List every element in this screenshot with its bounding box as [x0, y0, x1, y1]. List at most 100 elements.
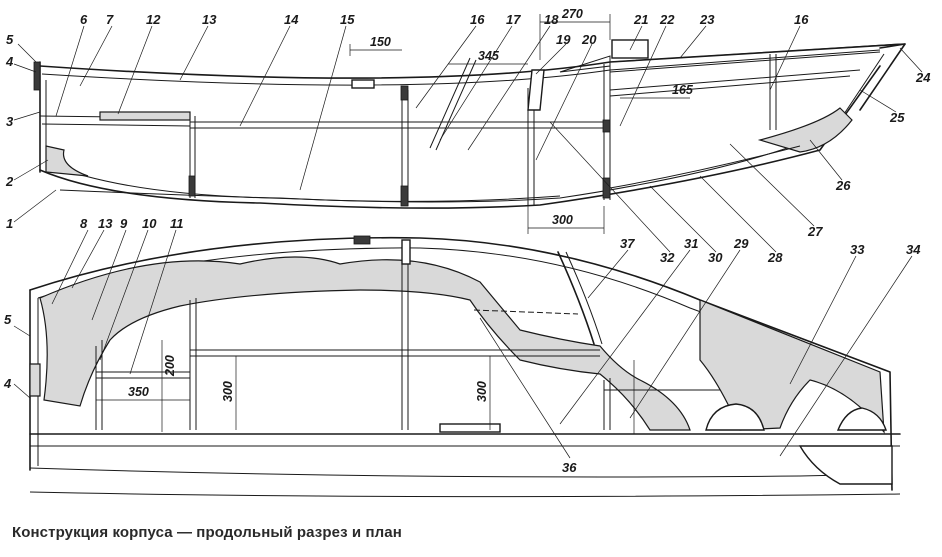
- diagonal-brace: [429, 57, 477, 151]
- callout-4-top: 4: [5, 54, 14, 69]
- transom-cap: [33, 61, 41, 91]
- forepeak-block: [757, 107, 853, 153]
- callout-36: 36: [562, 460, 577, 475]
- thwart: [190, 121, 610, 129]
- callout-2: 2: [5, 174, 14, 189]
- wheel-arch-rear: [705, 403, 765, 431]
- plan-sheer-outer: [29, 236, 893, 491]
- callout-13-plan: 13: [98, 216, 113, 231]
- dim-300-a: 300: [221, 381, 235, 402]
- callout-16: 16: [470, 12, 485, 27]
- plan-frame-3: [401, 242, 409, 430]
- stern-locker-top: [99, 111, 191, 121]
- plan-view: 8 13 9 10 11 37 31 29 33 34 5 4 36 200 3…: [3, 216, 921, 498]
- frame-2-foot: [400, 185, 409, 207]
- dimensions-top: [349, 14, 690, 234]
- figure-caption: Конструкция корпуса — продольный разрез …: [12, 524, 402, 541]
- callout-5-plan: 5: [4, 312, 12, 327]
- frame-4-mid: [602, 119, 611, 133]
- callout-16-fwd: 16: [794, 12, 809, 27]
- mast-support: [527, 69, 545, 111]
- callout-27: 27: [807, 224, 823, 239]
- callout-8: 8: [80, 216, 88, 231]
- foredeck: [609, 43, 901, 73]
- deck-hatch: [611, 39, 649, 59]
- callout-18: 18: [544, 12, 559, 27]
- plan-beam-1: [96, 371, 190, 379]
- chine-line: [59, 189, 561, 202]
- callout-33: 33: [850, 242, 865, 257]
- dim-270: 270: [561, 7, 583, 21]
- stem-inner: [839, 53, 885, 121]
- callout-9: 9: [120, 216, 128, 231]
- dim-300-top: 300: [552, 213, 573, 227]
- dim-150: 150: [370, 35, 391, 49]
- callout-31: 31: [684, 236, 698, 251]
- callout-10: 10: [142, 216, 157, 231]
- callout-7: 7: [106, 12, 114, 27]
- frame-1-foot: [188, 175, 196, 197]
- plan-transom-block: [29, 363, 41, 397]
- callouts-top: 6 7 12 13 14 15 16 17 18 19 20 21 22 23 …: [5, 12, 931, 265]
- plan-floor-hatch: [439, 423, 501, 433]
- callout-26: 26: [835, 178, 851, 193]
- callout-20: 20: [581, 32, 597, 47]
- dimensions-bottom: [96, 340, 635, 434]
- floor-boards: [609, 145, 801, 189]
- dim-350: 350: [128, 385, 149, 399]
- leader-lines-bottom: [13, 229, 913, 459]
- callout-6: 6: [80, 12, 88, 27]
- plan-bottom-line: [29, 491, 901, 498]
- callout-11: 11: [170, 216, 184, 231]
- transom-knee: [45, 145, 89, 177]
- dim-300-b: 300: [475, 381, 489, 402]
- callout-24: 24: [915, 70, 931, 85]
- callout-14: 14: [284, 12, 299, 27]
- callout-32: 32: [660, 250, 675, 265]
- deck-cutaway-stern: [39, 256, 691, 431]
- callout-12: 12: [146, 12, 161, 27]
- callout-13: 13: [202, 12, 217, 27]
- callout-37: 37: [620, 236, 635, 251]
- coaming: [559, 55, 611, 73]
- sheer-line: [39, 43, 906, 79]
- dim-200: 200: [163, 355, 177, 377]
- sheer-line-inner: [41, 49, 881, 86]
- plan-mast-hole: [353, 235, 371, 245]
- callout-23: 23: [699, 12, 715, 27]
- mast-partner: [351, 79, 375, 89]
- callout-25: 25: [889, 110, 905, 125]
- dimension-labels-bottom: 200 350 300 300: [128, 355, 489, 402]
- callout-19: 19: [556, 32, 571, 47]
- stringer-fwd: [609, 69, 861, 97]
- plan-frame-2: [189, 298, 197, 430]
- callout-29: 29: [733, 236, 749, 251]
- callouts-bottom: 8 13 9 10 11 37 31 29 33 34 5 4 36: [3, 216, 921, 475]
- cockpit-coaming-inner: [565, 251, 603, 345]
- callout-3: 3: [6, 114, 14, 129]
- plan-bottom-edge: [29, 467, 893, 478]
- callout-21: 21: [633, 12, 648, 27]
- callout-4-plan: 4: [3, 376, 12, 391]
- dim-165: 165: [672, 83, 694, 97]
- dim-345: 345: [478, 49, 500, 63]
- longitudinal-section: 6 7 12 13 14 15 16 17 18 19 20 21 22 23 …: [5, 7, 931, 265]
- frame-5: [769, 54, 777, 130]
- wheel-arch-front: [836, 407, 887, 431]
- keel-line: [39, 65, 881, 209]
- leader-lines-top: [13, 25, 923, 253]
- cockpit-coaming: [557, 251, 595, 345]
- dimension-labels-top: 150 270 345 165 300: [370, 7, 694, 227]
- callout-22: 22: [659, 12, 675, 27]
- callout-28: 28: [767, 250, 783, 265]
- callout-5-top: 5: [6, 32, 14, 47]
- plan-frame-4: [603, 378, 611, 430]
- frame-2-head: [400, 85, 409, 101]
- callout-15: 15: [340, 12, 355, 27]
- hatch-outline: [473, 309, 579, 315]
- callout-34: 34: [906, 242, 921, 257]
- plan-mast-step: [401, 239, 411, 265]
- callout-1: 1: [6, 216, 13, 231]
